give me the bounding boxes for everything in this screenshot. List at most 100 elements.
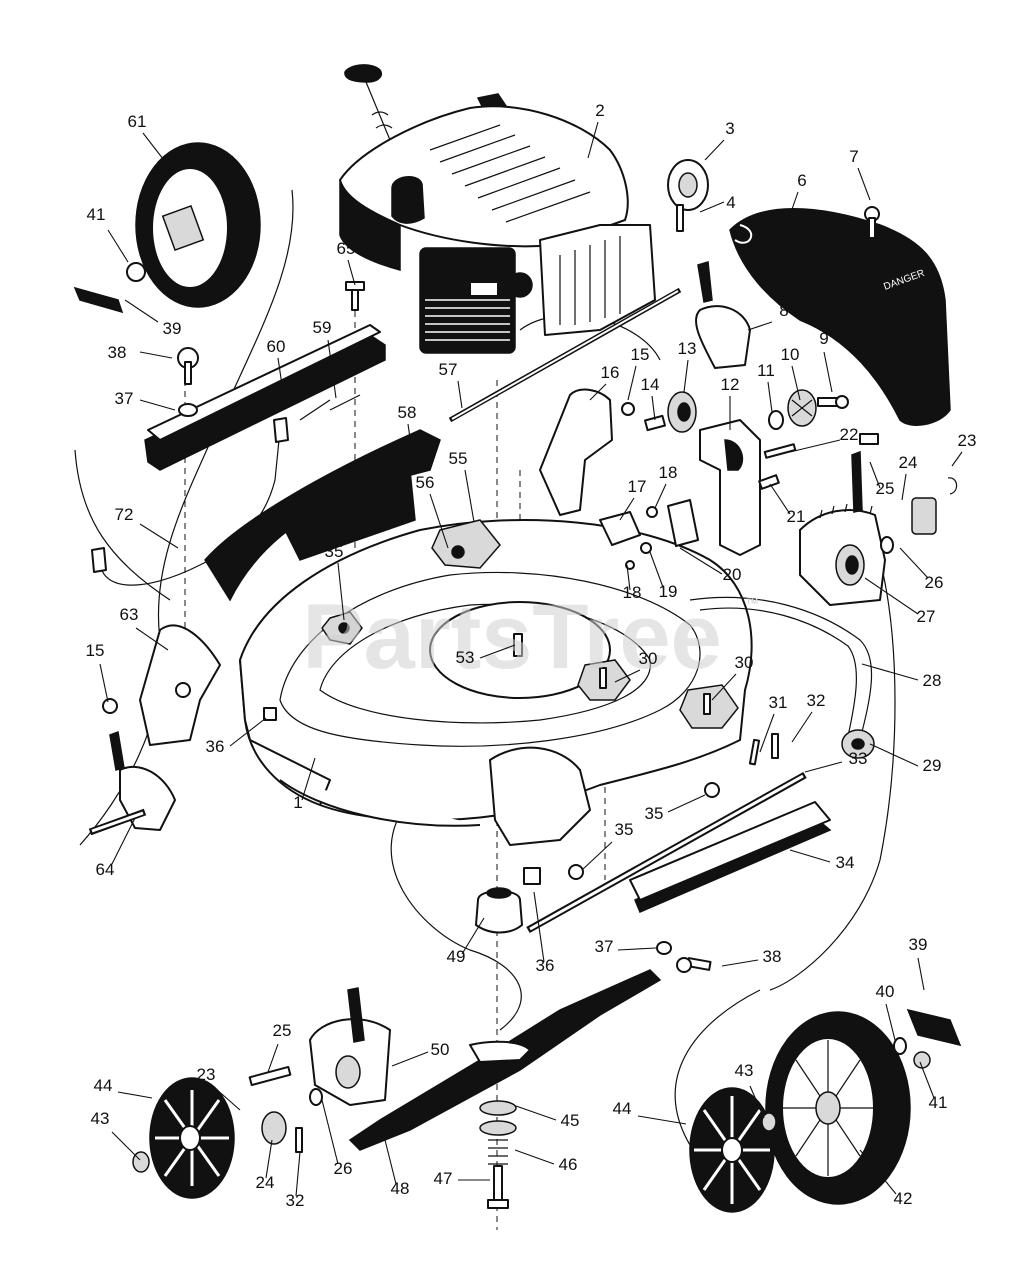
callout-c-58: 58 [398,403,417,453]
callout-c-23b: 23 [197,1065,241,1111]
part-number-label: 45 [561,1111,580,1130]
part-number-label: 18 [623,583,642,602]
callout-c-43a: 43 [735,1061,765,1119]
engine [339,64,656,354]
callout-c-19: 19 [649,551,677,601]
callout-c-1: 1 [293,757,316,812]
part-number-label: 25 [876,479,895,498]
callout-c-64: 64 [96,817,136,879]
height-adjust-brackets [539,388,761,570]
leader-line [514,1149,555,1165]
part-number-label: 20 [723,565,742,584]
leader-line [804,761,843,773]
callout-c-9: 9 [819,329,833,393]
leader-line [533,891,545,963]
callout-c-14: 14 [641,375,659,421]
part-number-label: 16 [601,363,620,382]
part-number-label: 39 [163,319,182,338]
leader-line [111,817,136,865]
leader-line [464,469,475,523]
part-number-label: 53 [456,648,475,667]
blade-adapter [475,887,523,934]
front-wheel-right-assembly [656,941,962,1213]
leader-line [617,947,657,951]
callout-c-47: 47 [434,1169,490,1188]
callout-c-29: 29 [869,743,942,775]
part-number-label: 15 [86,641,105,660]
part-number-label: 29 [923,756,942,775]
part-number-label: 36 [206,737,225,756]
callout-c-25a: 25 [869,461,895,498]
leader-line [711,673,737,701]
part-number-label: 39 [909,935,928,954]
callout-c-39b: 39 [909,935,928,991]
leader-line [627,365,637,401]
part-number-label: 13 [678,339,697,358]
leader-line [721,959,759,967]
leader-line [679,547,723,575]
part-number-label: 3 [725,119,734,138]
callout-c-17: 17 [619,477,646,521]
leader-line [901,473,907,501]
callout-c-15a: 15 [627,345,650,401]
part-number-label: 58 [398,403,417,422]
leader-line [859,1149,897,1195]
callout-c-28: 28 [861,663,941,690]
watermark-text: PartsTree [302,586,721,688]
callout-c-41a: 41 [87,205,129,263]
callout-c-44a: 44 [94,1076,153,1099]
part-number-label: 65 [337,239,356,258]
front-wheel-left-assembly [132,987,391,1199]
callout-c-30a: 30 [614,649,657,683]
callout-c-35a: 35 [325,542,345,621]
leader-line [589,383,607,401]
callout-c-20: 20 [679,547,742,584]
leader-line [861,663,919,681]
leader-line [321,1099,339,1165]
callout-c-10: 10 [781,345,801,401]
part-number-label: 61 [128,112,147,131]
part-number-label: 35 [615,820,634,839]
leader-line [99,663,109,703]
part-number-label: 57 [439,360,458,379]
part-number-label: 48 [391,1179,410,1198]
part-number-label: 24 [899,453,918,472]
callout-c-27: 27 [864,577,935,626]
leader-line [651,395,656,421]
part-number-label: 12 [721,375,740,394]
leader-line [327,339,337,399]
leader-line [107,229,129,263]
part-number-label: 9 [819,329,828,348]
leader-line [899,547,929,579]
leader-line [347,259,356,286]
leader-line [919,1061,935,1099]
part-number-label: 15 [631,345,650,364]
leader-line [885,1003,896,1041]
callout-c-16: 16 [589,363,620,401]
leader-line [747,321,773,331]
leader-line [277,357,283,386]
mower-deck [239,519,753,846]
callout-c-30b: 30 [711,653,753,701]
callout-c-12: 12 [721,375,740,430]
callout-c-18b: 18 [623,564,642,602]
callout-c-3: 3 [704,119,735,161]
mower-blade [348,969,662,1209]
leader-line [407,423,413,453]
part-number-label: 56 [416,473,435,492]
part-number-label: 64 [96,860,115,879]
callout-c-8: 8 [747,301,789,331]
leader-line [111,1131,141,1161]
part-number-label: 37 [595,937,614,956]
leader-line [869,743,919,767]
partstree-watermark: PartsTree ™ [302,586,759,688]
leader-line [384,1139,397,1185]
part-number-label: 41 [929,1093,948,1112]
callout-c-37a: 37 [115,389,176,411]
part-number-label: 31 [769,693,788,712]
part-number-label: 35 [325,542,344,561]
callout-c-13: 13 [678,339,697,393]
leader-line [229,717,267,747]
leader-line [789,191,799,216]
part-number-label: 23 [197,1065,216,1084]
